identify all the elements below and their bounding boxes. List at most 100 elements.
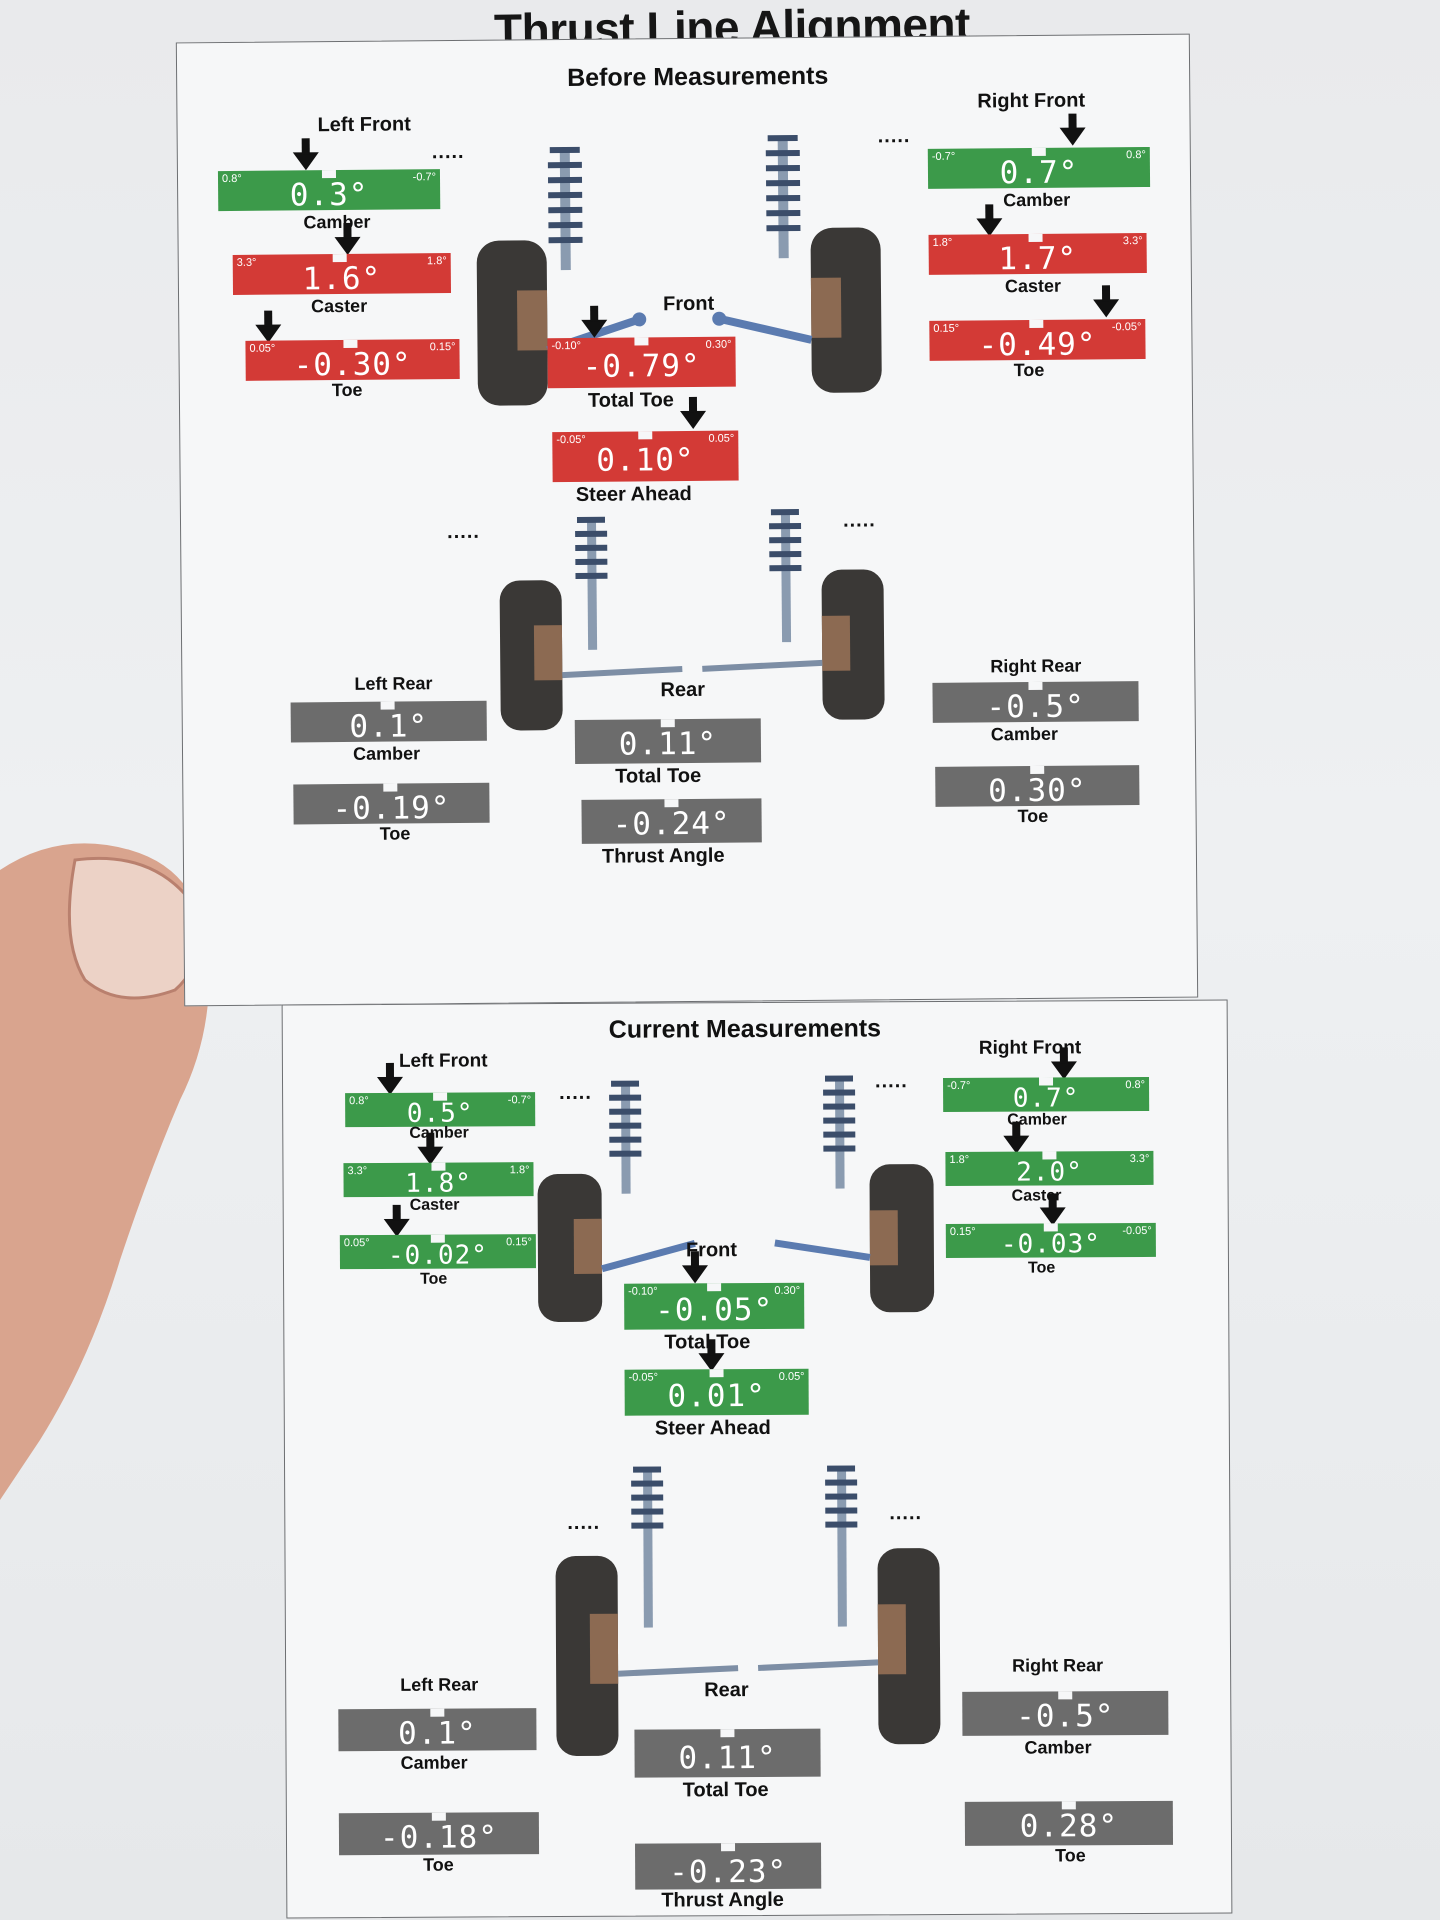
total-toe-label: Total Toe <box>587 389 674 412</box>
rear-total-toe-value: 0.11° <box>618 725 718 763</box>
before-panel: Before Measurements Left Front 0.8°-0.7°… <box>175 33 1199 1007</box>
cur-rear-total-toe-gauge: 0.11° <box>634 1728 821 1778</box>
right-rear-label: Right Rear <box>990 655 1082 677</box>
right-rear-toe-value: 0.30° <box>988 772 1087 810</box>
left-front-caster-value: 1.6° <box>302 260 382 298</box>
left-front-caster-gauge: 3.3°1.8° 1.6° <box>232 253 452 298</box>
cur-left-front-caster-label: Caster <box>409 1196 460 1214</box>
cur-rear-total-toe-label: Total Toe <box>682 1778 769 1802</box>
right-front-toe-gauge: 0.15°-0.05° -0.49° <box>929 318 1146 364</box>
total-toe-value: -0.79° <box>582 347 701 385</box>
total-toe-gauge: -0.10°0.30° -0.79° <box>547 336 736 389</box>
cur-right-front-dots: ..... <box>874 1070 908 1093</box>
left-front-camber-arrow <box>292 152 319 171</box>
right-rear-toe-label: Toe <box>1017 805 1049 827</box>
cur-left-front-toe-gauge: 0.05°0.15° -0.02° <box>339 1234 536 1271</box>
cur-total-toe-gauge: -0.10°0.30° -0.05° <box>624 1282 805 1330</box>
cur-right-rear-toe-gauge: 0.28° <box>964 1800 1174 1846</box>
cur-rear-label: Rear <box>704 1679 749 1702</box>
steer-ahead-label: Steer Ahead <box>575 482 692 506</box>
rear-label: Rear <box>660 678 706 702</box>
right-rear-camber-value: -0.5° <box>986 688 1085 726</box>
left-front-camber-value: 0.3° <box>289 176 369 214</box>
current-title: Current Measurements <box>608 1014 882 1044</box>
cur-left-front-camber-label: Camber <box>409 1124 469 1142</box>
left-rear-label: Left Rear <box>354 673 433 694</box>
left-rear-dots: ..... <box>447 520 480 544</box>
left-rear-toe-value: -0.19° <box>332 790 451 828</box>
left-front-label: Left Front <box>317 113 411 137</box>
right-front-toe-arrow <box>1093 299 1120 318</box>
cur-left-front-dots: ..... <box>559 1081 592 1105</box>
cur-rear-suspension-illustration <box>555 1465 941 1756</box>
right-rear-camber-label: Camber <box>990 723 1058 745</box>
right-front-dots: ..... <box>877 125 911 148</box>
left-front-toe-value: -0.30° <box>293 346 412 384</box>
left-rear-camber-gauge: 0.1° <box>290 700 487 745</box>
left-front-toe-gauge: 0.05°0.15° -0.30° <box>245 338 460 384</box>
cur-right-rear-label: Right Rear <box>1012 1655 1104 1676</box>
cur-total-toe-arrow <box>681 1265 709 1284</box>
cur-right-front-caster-gauge: 1.8°3.3° 2.0° <box>945 1150 1154 1188</box>
cur-left-rear-label: Left Rear <box>400 1674 479 1695</box>
front-suspension-illustration <box>476 135 882 406</box>
cur-right-rear-toe-value: 0.28° <box>1019 1808 1119 1845</box>
cur-right-rear-camber-gauge: -0.5° <box>962 1690 1169 1736</box>
total-toe-arrow <box>581 319 608 338</box>
thrust-angle-gauge: -0.24° <box>581 798 762 844</box>
left-front-camber-gauge: 0.8°-0.7° 0.3° <box>217 169 441 214</box>
cur-steer-ahead-label: Steer Ahead <box>654 1416 771 1440</box>
current-panel: Current Measurements Left Front 0.8°-0.7… <box>281 999 1233 1919</box>
cur-right-front-caster-value: 2.0° <box>1016 1157 1083 1188</box>
cur-left-rear-toe-value: -0.18° <box>379 1819 499 1856</box>
right-front-caster-value: 1.7° <box>998 240 1078 278</box>
cur-steer-ahead-value: 0.01° <box>667 1377 766 1415</box>
left-front-caster-arrow <box>334 236 361 256</box>
rear-total-toe-gauge: 0.11° <box>574 718 762 764</box>
cur-steer-ahead-gauge: -0.05°0.05° 0.01° <box>624 1368 809 1416</box>
cur-right-front-toe-label: Toe <box>1027 1259 1056 1277</box>
cur-left-rear-camber-gauge: 0.1° <box>338 1708 537 1752</box>
left-rear-camber-label: Camber <box>352 743 421 764</box>
steer-ahead-value: 0.10° <box>596 441 695 479</box>
cur-left-rear-camber-value: 0.1° <box>398 1715 477 1752</box>
cur-left-front-toe-label: Toe <box>420 1270 448 1288</box>
steer-ahead-gauge: -0.05°0.05° 0.10° <box>552 430 739 483</box>
cur-right-front-toe-value: -0.03° <box>1000 1229 1101 1260</box>
right-front-camber-gauge: -0.7°0.8° 0.7° <box>927 146 1151 191</box>
left-front-caster-label: Caster <box>311 295 368 317</box>
right-front-camber-label: Camber <box>1003 189 1071 211</box>
right-front-camber-arrow <box>1059 127 1086 146</box>
cur-right-rear-toe-label: Toe <box>1055 1845 1086 1866</box>
cur-left-rear-toe-label: Toe <box>423 1854 454 1875</box>
cur-thrust-angle-gauge: -0.23° <box>635 1842 822 1891</box>
cur-left-rear-dots: ..... <box>567 1511 601 1534</box>
right-front-label: Right Front <box>977 89 1086 113</box>
cur-rear-total-toe-value: 0.11° <box>678 1739 777 1777</box>
cur-left-front-caster-gauge: 3.3°1.8° 1.8° <box>343 1162 534 1199</box>
right-rear-toe-gauge: 0.30° <box>935 765 1140 810</box>
thumb-image <box>0 843 210 1500</box>
cur-right-rear-camber-value: -0.5° <box>1016 1698 1115 1735</box>
cur-left-rear-toe-gauge: -0.18° <box>338 1812 540 1856</box>
cur-right-rear-camber-label: Camber <box>1024 1737 1092 1758</box>
left-front-camber-label: Camber <box>303 211 371 233</box>
thrust-angle-label: Thrust Angle <box>601 844 725 868</box>
cur-right-front-toe-gauge: 0.15°-0.05° -0.03° <box>945 1222 1156 1260</box>
cur-right-front-camber-gauge: -0.7°0.8° 0.7° <box>943 1076 1150 1114</box>
left-front-toe-label: Toe <box>331 379 363 401</box>
thrust-angle-value: -0.24° <box>612 805 731 843</box>
cur-left-front-camber-gauge: 0.8°-0.7° 0.5° <box>345 1092 536 1129</box>
cur-total-toe-value: -0.05° <box>655 1291 774 1329</box>
right-front-toe-value: -0.49° <box>978 326 1097 364</box>
cur-left-front-label: Left Front <box>398 1050 488 1072</box>
right-rear-dots: ..... <box>842 509 876 532</box>
cur-right-rear-dots: ..... <box>889 1502 923 1525</box>
right-rear-camber-gauge: -0.5° <box>932 681 1139 726</box>
cur-front-suspension-illustration <box>537 1075 935 1323</box>
cur-thrust-angle-value: -0.23° <box>669 1853 788 1891</box>
cur-thrust-angle-label: Thrust Angle <box>661 1888 784 1912</box>
cur-left-front-toe-value: -0.02° <box>387 1240 488 1271</box>
rear-total-toe-label: Total Toe <box>615 764 702 788</box>
left-rear-camber-value: 0.1° <box>349 708 429 745</box>
